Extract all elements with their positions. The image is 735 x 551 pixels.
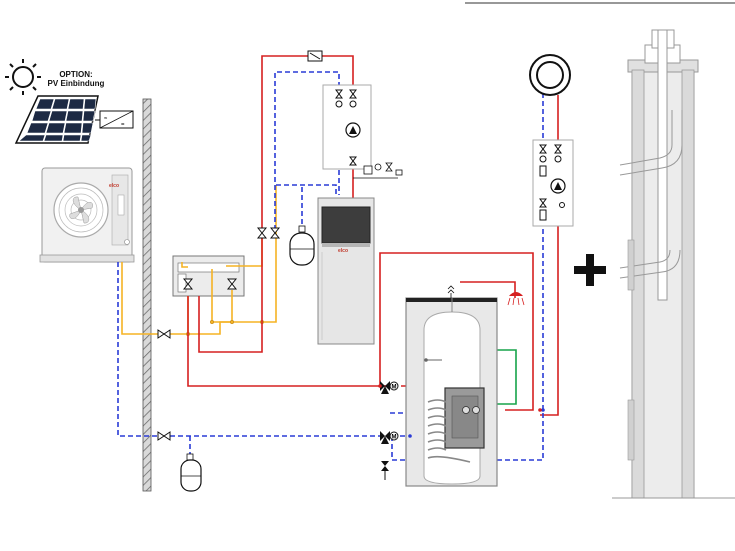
- solar-pump-icon: [550, 178, 566, 194]
- hydraulic-module: [172, 255, 245, 297]
- expansion-vessel-icon-2: [180, 453, 202, 492]
- motor-mixing-valve-icon: M: [380, 381, 399, 394]
- circulation-pump-icon: [345, 122, 361, 138]
- plus-icon: [574, 254, 606, 286]
- solar-panel-icon: [14, 95, 100, 144]
- storage-tank: [405, 297, 498, 487]
- motor-mixing-valve-icon-2: M: [380, 431, 399, 444]
- motor-label: M: [392, 385, 397, 391]
- motor-label-2: M: [392, 435, 397, 441]
- check-valve-icon: [307, 50, 323, 62]
- wall: [142, 98, 152, 492]
- fan-icon: [53, 182, 109, 238]
- drain-valve-icon: [381, 461, 389, 480]
- solar-group-valves: [539, 144, 565, 221]
- pv-option-title: OPTION:: [59, 70, 93, 79]
- inverter-icon: ≈ =: [99, 110, 134, 129]
- svg-text:=: =: [121, 122, 125, 128]
- shower-icon: [507, 292, 525, 306]
- expansion-vessel-icon: [289, 225, 315, 266]
- heatpump-brand-logo: elco: [109, 183, 119, 189]
- module-valves: [182, 278, 238, 290]
- outdoor-heat-pump: elco: [39, 167, 135, 263]
- supply-joints: [378, 384, 542, 412]
- heat-exchanger-coil-icon: [427, 399, 471, 463]
- pv-option-subtitle: PV Einbindung: [47, 79, 105, 88]
- condensing-boiler: elco: [317, 197, 375, 345]
- pump-group-valves: [335, 89, 357, 166]
- svg-text:≈: ≈: [104, 116, 108, 122]
- safety-group-icon: [353, 162, 403, 179]
- return-joints: [408, 408, 545, 438]
- shutoff-valves: [157, 227, 281, 441]
- chimney-flue: [612, 29, 735, 499]
- air-vent-icon: [447, 285, 455, 298]
- sun-icon: [5, 59, 41, 95]
- solar-collector-ring-icon: [529, 54, 571, 96]
- boiler-brand-logo: elco: [338, 248, 348, 254]
